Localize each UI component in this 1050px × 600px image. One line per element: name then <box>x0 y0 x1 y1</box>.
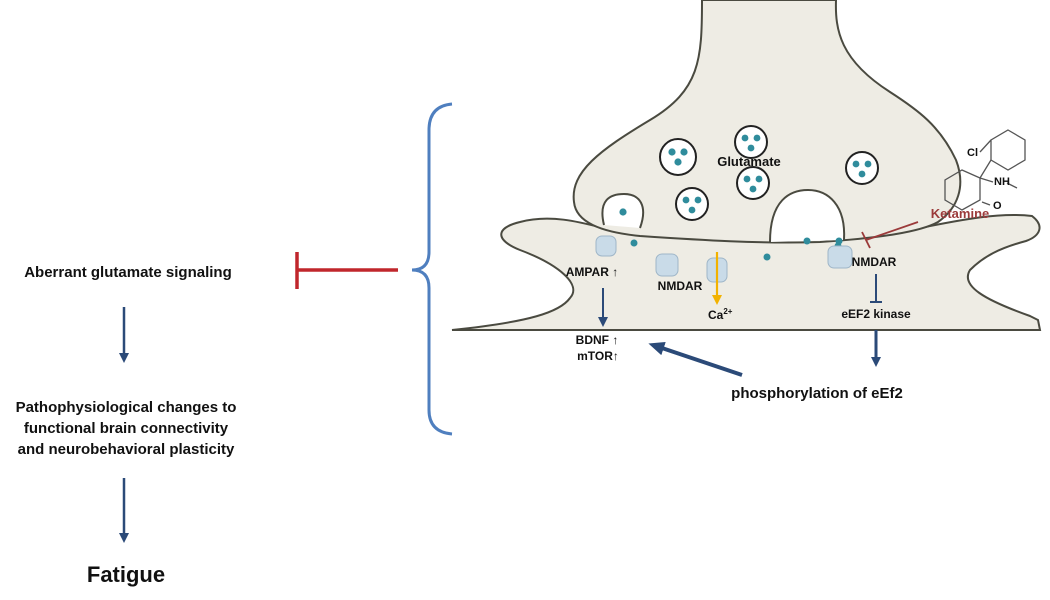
ketamine-inhibit-line <box>861 221 919 249</box>
vesicle-5 <box>845 151 879 185</box>
bracket <box>411 102 453 436</box>
ampar-label: AMPAR ↑ <box>566 265 618 279</box>
vesicle-3 <box>736 166 770 200</box>
inhibition-symbol <box>295 252 398 289</box>
step-fatigue: Fatigue <box>87 562 165 587</box>
glutamate-label: Glutamate <box>717 154 781 169</box>
nmdar-receptor-right <box>827 245 853 269</box>
nmdar-right-label: NMDAR <box>852 255 897 269</box>
step-pathophysiological-line-2: functional brain connectivity <box>24 420 229 437</box>
ketamine-cl: Cl <box>967 147 978 159</box>
step-aberrant-glutamate: Aberrant glutamate signaling <box>24 264 232 281</box>
vesicle-1 <box>659 138 697 176</box>
ampar-receptor <box>595 235 617 257</box>
ketamine-structure <box>944 129 1026 211</box>
ketamine-label: Ketamine <box>931 206 990 221</box>
nmdar-inhibit-eef2 <box>870 274 882 303</box>
step-pathophysiological-line-3: and neurobehavioral plasticity <box>18 441 235 458</box>
eef2-kinase-label: eEF2 kinase <box>841 307 911 321</box>
calcium-label: Ca2+ <box>708 307 733 322</box>
phosphorylation-label: phosphorylation of eEf2 <box>731 385 903 402</box>
nmdar-left-label: NMDAR <box>658 279 703 293</box>
phosphorylation-to-bdnf-arrow <box>648 341 743 377</box>
exocytosis-pocket-left <box>601 192 645 229</box>
mtor-label: mTOR↑ <box>577 349 619 363</box>
exocytosis-pocket-right <box>769 188 846 243</box>
step-pathophysiological-line-1: Pathophysiological changes to <box>16 399 237 416</box>
ketamine-o: O <box>993 200 1002 212</box>
vesicle-4 <box>675 187 709 221</box>
ketamine-nh: NH <box>994 176 1010 188</box>
nmdar-receptor-left <box>655 253 679 277</box>
bdnf-label: BDNF ↑ <box>576 333 619 347</box>
vesicle-2 <box>734 125 768 159</box>
